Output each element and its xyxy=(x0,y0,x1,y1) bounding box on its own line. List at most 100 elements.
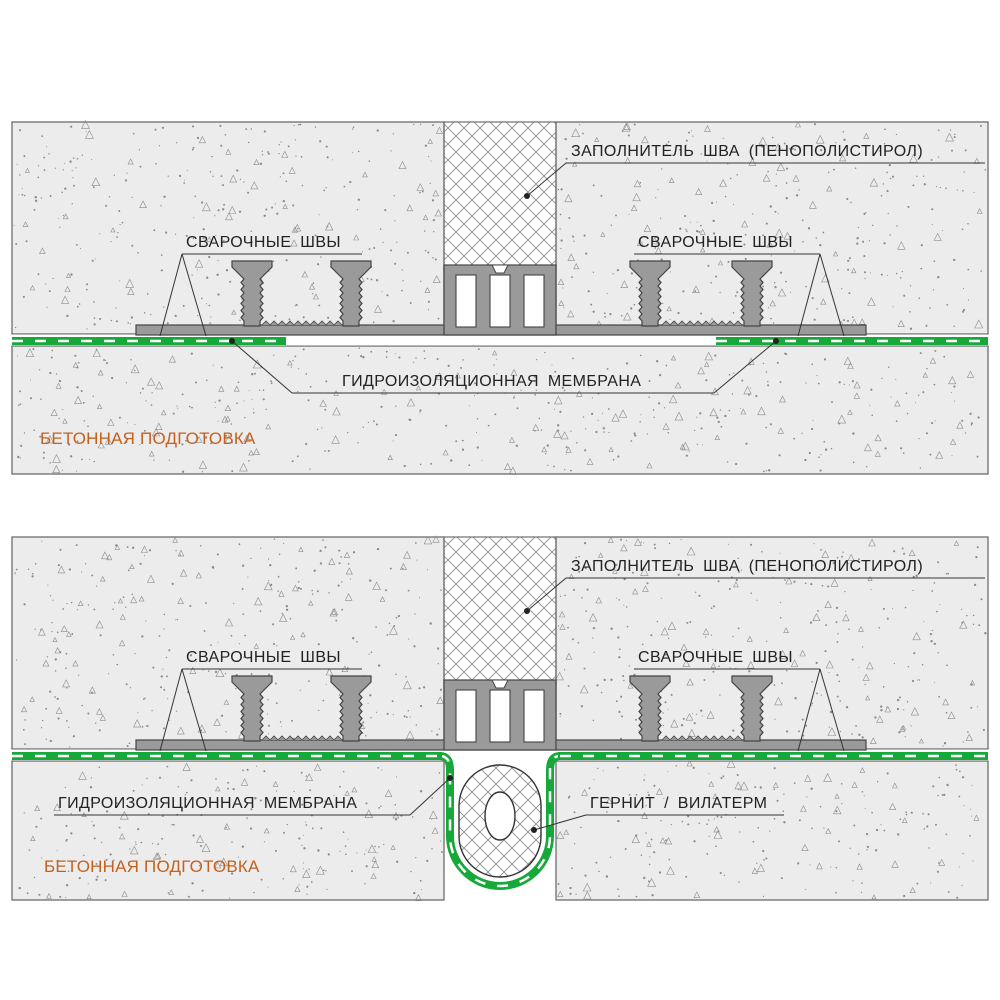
bottom-base-right xyxy=(555,760,989,901)
profile-rib xyxy=(677,320,687,326)
profile-rib xyxy=(725,735,735,741)
top-membrane-leader-left xyxy=(231,340,293,394)
bottom-weld-right-label: СВАРОЧНЫЕ ШВЫ xyxy=(638,649,793,666)
profile-rib xyxy=(661,735,671,741)
profile-rib xyxy=(269,735,279,741)
top-slab-left xyxy=(11,121,445,335)
top-weld-right-label: СВАРОЧНЫЕ ШВЫ xyxy=(638,234,793,251)
profile-rib xyxy=(669,320,679,326)
top-weld-right-leader-a xyxy=(797,253,821,337)
profile-rib xyxy=(309,735,319,741)
top-weld-left-label: СВАРОЧНЫЕ ШВЫ xyxy=(186,234,341,251)
profile-rib xyxy=(333,735,343,741)
profile-rib xyxy=(301,735,311,741)
bottom-weld-right-leader-b xyxy=(819,668,845,752)
top-joint-filler xyxy=(443,121,557,271)
profile-rib xyxy=(701,320,711,326)
bottom-gernit-core xyxy=(484,791,516,841)
profile-rib xyxy=(293,320,303,326)
profile-anchor xyxy=(330,260,372,327)
profile-rib xyxy=(709,735,719,741)
profile-rib xyxy=(325,320,335,326)
bottom-filler-label: ЗАПОЛНИТЕЛЬ ШВА (ПЕНОПОЛИСТИРОЛ) xyxy=(571,558,923,575)
bottom-gernit-leader-dot xyxy=(531,827,537,833)
top-base-label: БЕТОННАЯ ПОДГОТОВКА xyxy=(40,429,256,448)
profile-anchor xyxy=(731,675,773,742)
profile-rib xyxy=(325,735,335,741)
profile-rib xyxy=(717,735,727,741)
profile-rib xyxy=(693,320,703,326)
profile-anchor xyxy=(330,675,372,742)
profile-rib xyxy=(285,320,295,326)
top-membrane-right xyxy=(716,337,988,345)
profile-rib xyxy=(301,320,311,326)
bottom-filler-leader xyxy=(526,577,567,612)
profile-anchor xyxy=(231,675,273,742)
profile-anchor xyxy=(629,675,671,742)
profile-rib xyxy=(733,735,743,741)
profile-rib xyxy=(709,320,719,326)
profile-rib xyxy=(277,320,287,326)
profile-rib xyxy=(701,735,711,741)
top-filler-label: ЗАПОЛНИТЕЛЬ ШВА (ПЕНОПОЛИСТИРОЛ) xyxy=(571,143,923,160)
profile-chamber xyxy=(523,689,545,743)
profile-chamber xyxy=(523,274,545,328)
profile-rib xyxy=(285,735,295,741)
profile-rib xyxy=(269,320,279,326)
top-base-concrete xyxy=(11,345,989,475)
profile-center-notch xyxy=(491,264,509,274)
profile-rib xyxy=(677,735,687,741)
bottom-membrane-leader-dot xyxy=(447,775,453,781)
bottom-weld-left-label: СВАРОЧНЫЕ ШВЫ xyxy=(186,649,341,666)
top-diagram: ЗАПОЛНИТЕЛЬ ШВА (ПЕНОПОЛИСТИРОЛ) СВАРОЧН… xyxy=(11,119,989,475)
concrete-speckles xyxy=(14,535,987,901)
top-filler-leader-dot xyxy=(524,193,530,199)
bottom-joint-filler xyxy=(443,536,557,686)
profile-rib xyxy=(693,735,703,741)
profile-center-notch xyxy=(491,679,509,689)
profile-chamber xyxy=(489,689,511,743)
concrete-speckles xyxy=(13,119,987,475)
bottom-membrane-loop-dashes xyxy=(439,754,561,888)
profile-rib xyxy=(309,320,319,326)
bottom-weld-right-leader-a xyxy=(797,668,821,752)
profile-rib xyxy=(717,320,727,326)
top-membrane-leader-left-dot xyxy=(229,338,235,344)
top-filler-leader xyxy=(526,162,567,197)
profile-chamber xyxy=(489,274,511,328)
top-waterstop-profile xyxy=(135,260,867,336)
top-membrane-leader-right-dot xyxy=(773,338,779,344)
profile-anchor xyxy=(731,260,773,327)
top-membrane-left xyxy=(12,337,286,345)
bottom-diagram: ЗАПОЛНИТЕЛЬ ШВА (ПЕНОПОЛИСТИРОЛ) СВАРОЧН… xyxy=(11,535,989,901)
profile-rib xyxy=(685,735,695,741)
profile-rib xyxy=(277,735,287,741)
top-weld-left-leader-b xyxy=(181,253,207,337)
bottom-slab-left xyxy=(11,536,445,750)
bottom-weld-left-leader-b xyxy=(181,668,207,752)
profile-rib xyxy=(317,735,327,741)
bottom-base-label: БЕТОННАЯ ПОДГОТОВКА xyxy=(44,857,260,876)
bottom-waterstop-profile xyxy=(135,675,867,751)
profile-rib xyxy=(685,320,695,326)
profile-rib xyxy=(333,320,343,326)
profile-rib xyxy=(661,320,671,326)
profile-anchor xyxy=(629,260,671,327)
bottom-gernit-label: ГЕРНИТ / ВИЛАТЕРМ xyxy=(590,795,767,812)
top-membrane-leader-right xyxy=(713,340,777,394)
bottom-membrane-label: ГИДРОИЗОЛЯЦИОННАЯ МЕМБРАНА xyxy=(58,795,357,812)
bottom-slab-right xyxy=(555,536,989,750)
profile-rib xyxy=(261,320,271,326)
top-membrane-label: ГИДРОИЗОЛЯЦИОННАЯ МЕМБРАНА xyxy=(342,373,641,390)
profile-rib xyxy=(293,735,303,741)
profile-anchor xyxy=(231,260,273,327)
top-weld-right-leader-b xyxy=(819,253,845,337)
bottom-filler-leader-dot xyxy=(524,608,530,614)
profile-rib xyxy=(317,320,327,326)
bottom-membrane-leader xyxy=(409,777,451,816)
bottom-gernit-leader xyxy=(533,814,587,831)
profile-rib xyxy=(733,320,743,326)
top-weld-left-leader-a xyxy=(159,253,183,337)
profile-rib xyxy=(669,735,679,741)
